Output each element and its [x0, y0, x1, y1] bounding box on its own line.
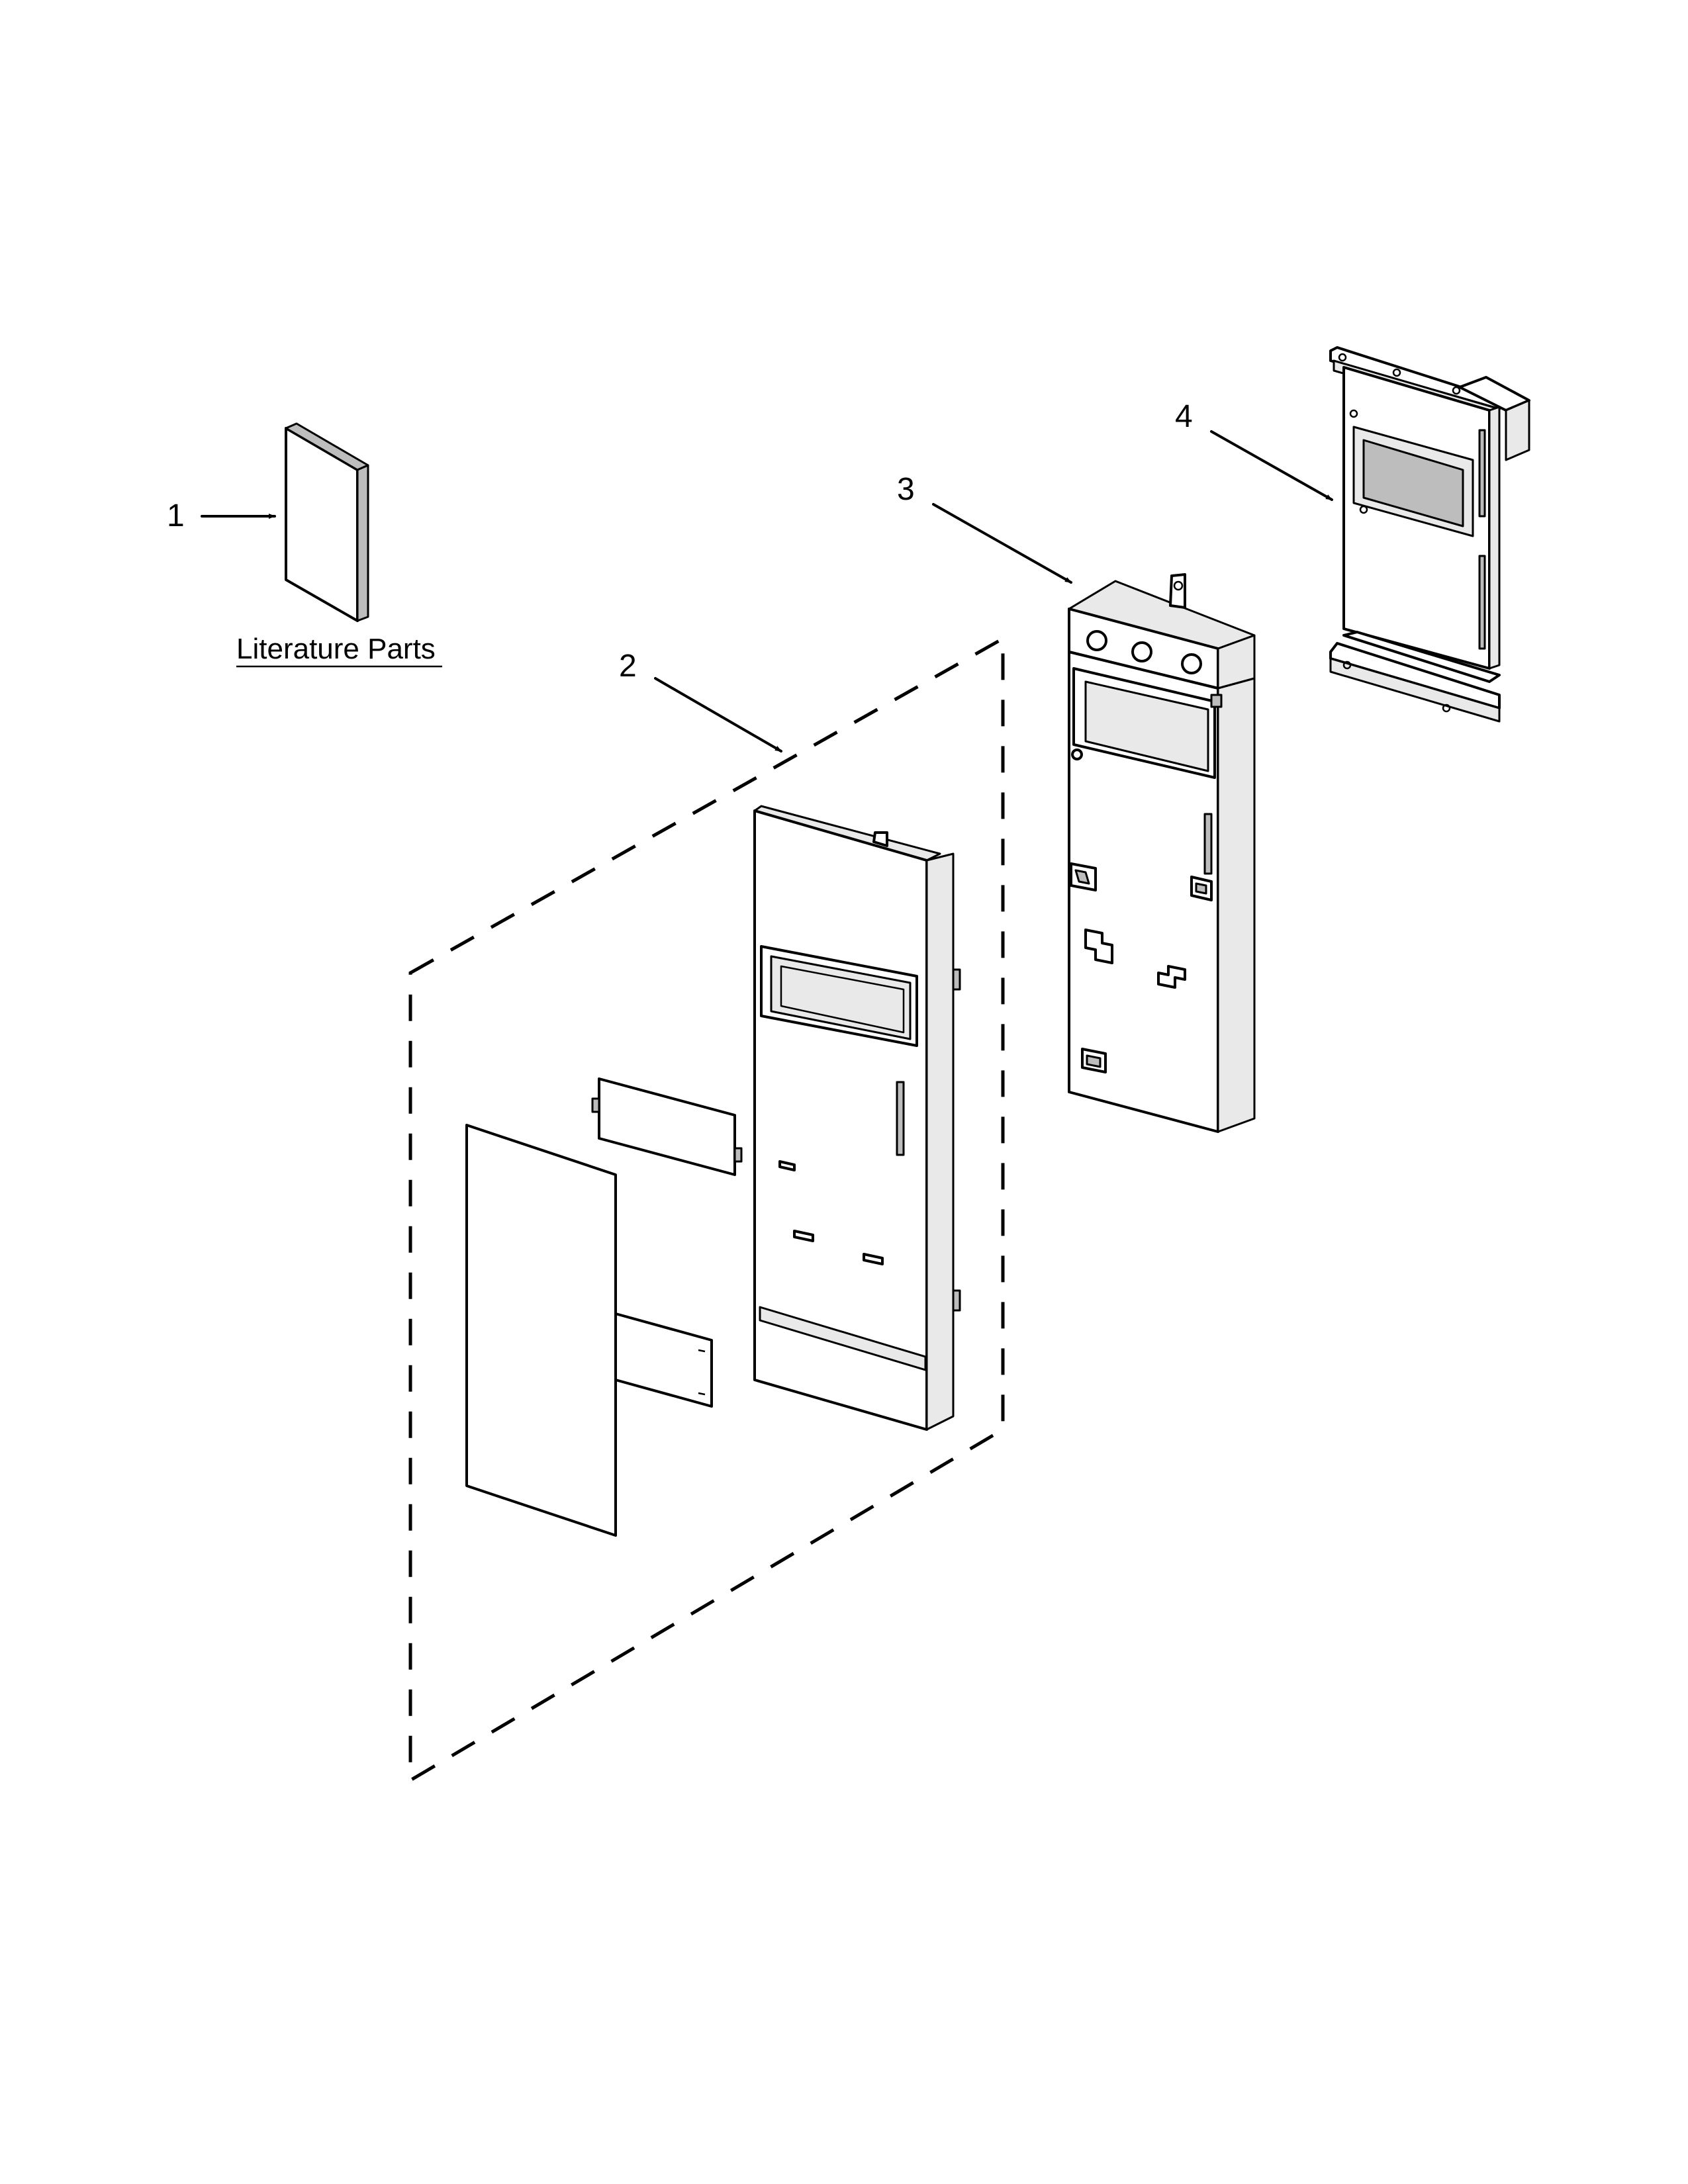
callout-4-label: 4	[1175, 399, 1193, 434]
callout-2[interactable]: 2	[619, 649, 782, 752]
keypad-membrane-icon[interactable]	[465, 1124, 713, 1537]
callout-3[interactable]: 3	[897, 472, 1072, 584]
callout-4-leader	[1210, 430, 1333, 501]
callout-2-label: 2	[619, 649, 637, 684]
callout-3-leader	[932, 503, 1072, 584]
callout-1[interactable]: 1	[167, 498, 276, 533]
literature-parts-label[interactable]: Literature Parts	[236, 633, 442, 668]
callout-4[interactable]: 4	[1175, 399, 1333, 501]
control-board-icon[interactable]	[1329, 346, 1530, 723]
literature-parts-text: Literature Parts	[236, 633, 436, 665]
assembly-group-outline	[408, 635, 1005, 1784]
callout-2-leader	[654, 677, 782, 752]
callout-3-label: 3	[897, 472, 915, 507]
literature-booklet-icon[interactable]	[285, 422, 369, 622]
callout-1-label: 1	[167, 498, 185, 533]
control-panel-front-icon[interactable]	[753, 805, 961, 1431]
control-panel-housing-icon[interactable]	[1068, 573, 1256, 1133]
display-lens-icon[interactable]	[591, 1077, 743, 1176]
